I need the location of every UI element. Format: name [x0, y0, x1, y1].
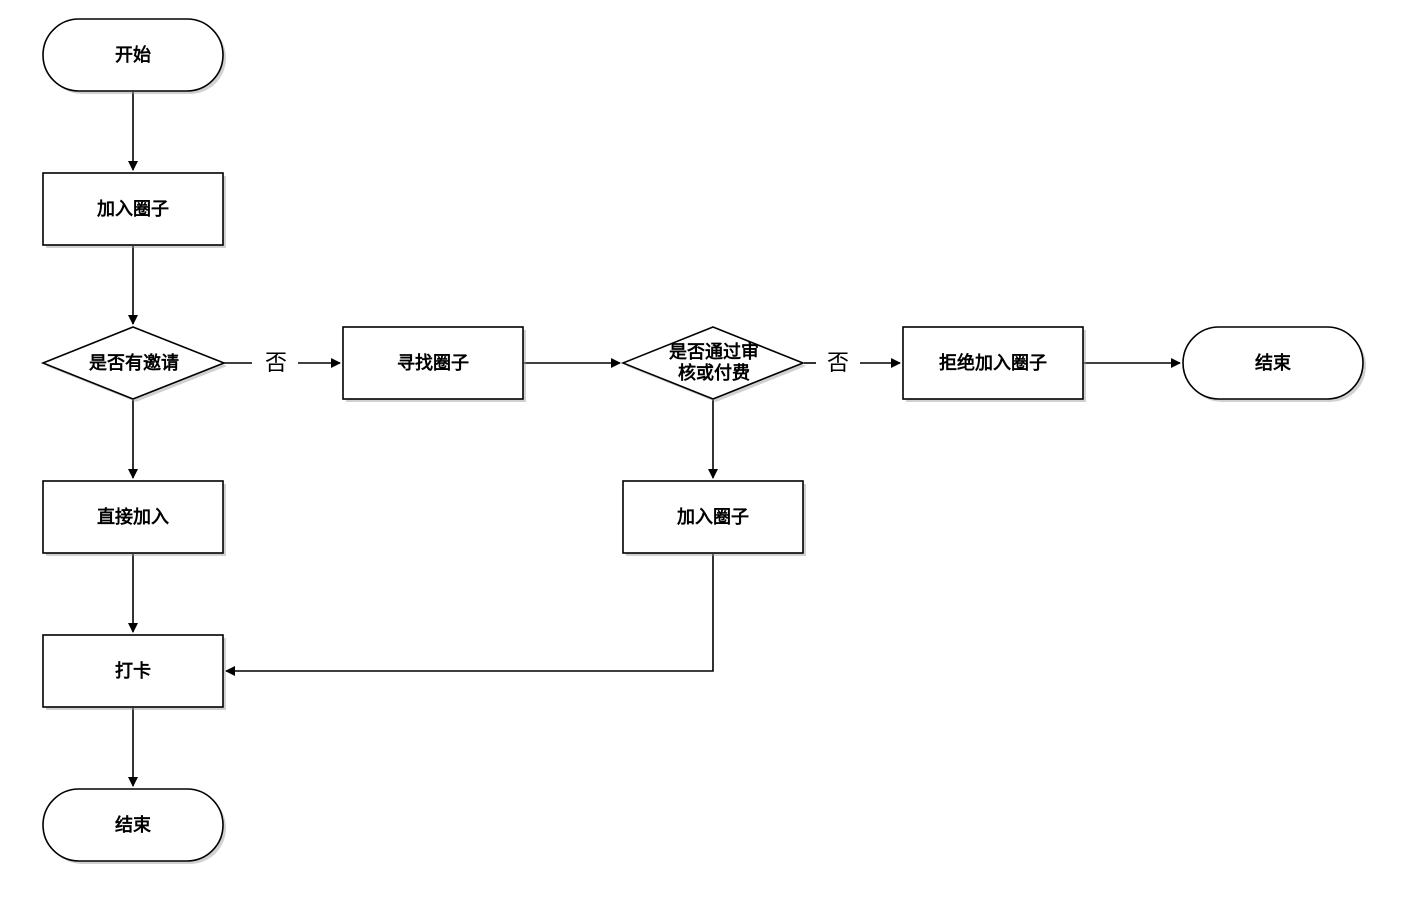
node-check-in[interactable]: 打卡 — [42, 634, 226, 710]
node-has-invite-label: 是否有邀请 — [88, 352, 179, 374]
node-end-bottom-label: 结束 — [115, 814, 152, 836]
node-find-circle-label: 寻找圈子 — [397, 352, 469, 374]
node-has-invite[interactable]: 是否有邀请 — [40, 326, 227, 402]
edges: 否 否 — [128, 92, 1181, 787]
node-review-or-pay-label-line1: 是否通过审 — [668, 341, 759, 363]
node-review-or-pay[interactable]: 是否通过审 核或付费 — [620, 326, 806, 402]
node-join-circle-1-label: 加入圈子 — [96, 199, 169, 220]
node-end-right[interactable]: 结束 — [1182, 326, 1366, 402]
node-join-circle-2-label: 加入圈子 — [676, 507, 749, 528]
node-find-circle[interactable]: 寻找圈子 — [342, 326, 526, 402]
node-reject-join[interactable]: 拒绝加入圈子 — [902, 326, 1086, 402]
node-reject-join-label: 拒绝加入圈子 — [939, 352, 1047, 374]
node-join-circle-2[interactable]: 加入圈子 — [622, 480, 806, 556]
node-start-label: 开始 — [115, 44, 151, 66]
node-check-in-label: 打卡 — [115, 660, 151, 682]
node-direct-join[interactable]: 直接加入 — [42, 480, 226, 556]
node-end-bottom[interactable]: 结束 — [42, 788, 226, 864]
edge-label-no-1: 否 — [265, 351, 287, 376]
node-direct-join-label: 直接加入 — [97, 506, 169, 528]
node-end-right-label: 结束 — [1255, 352, 1292, 374]
edge-label-no-2: 否 — [827, 351, 849, 376]
edge-join-circle-2-to-check-in — [225, 554, 714, 676]
node-start[interactable]: 开始 — [42, 18, 226, 94]
node-join-circle-1[interactable]: 加入圈子 — [42, 172, 226, 248]
node-review-or-pay-label-line2: 核或付费 — [678, 362, 750, 384]
